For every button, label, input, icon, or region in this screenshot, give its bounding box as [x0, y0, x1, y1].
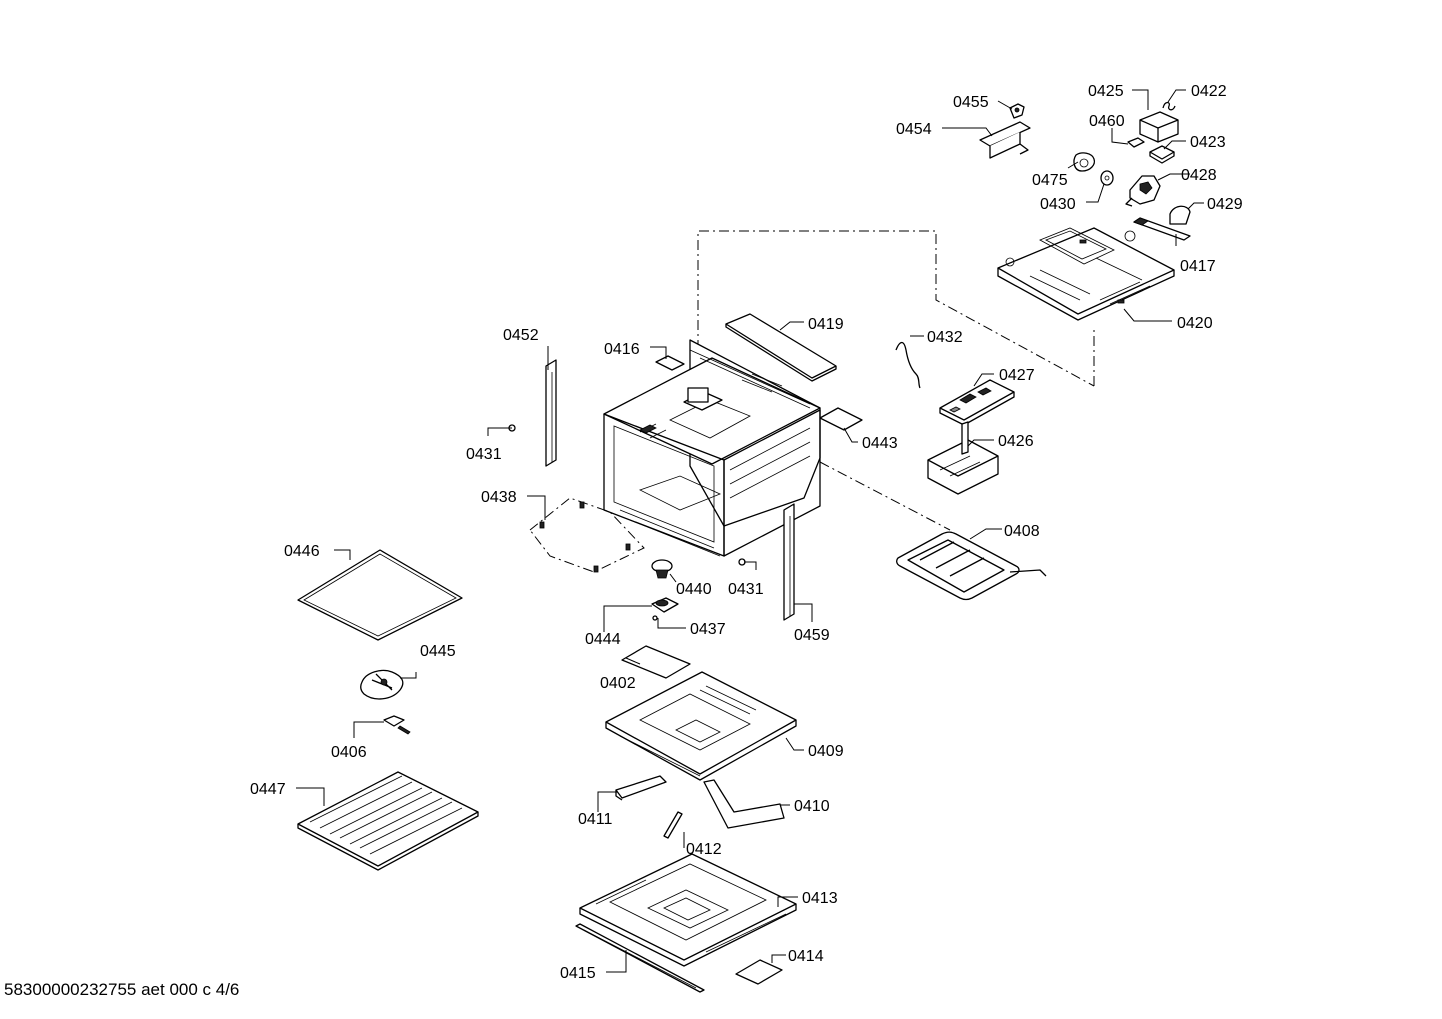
part-0447-wire-rack[interactable]	[297, 771, 479, 871]
part-0429-duct[interactable]	[1169, 205, 1191, 225]
part-0412-clip[interactable]	[663, 811, 683, 839]
label-0426[interactable]: 0426	[998, 433, 1034, 450]
label-0431-right[interactable]: 0431	[728, 581, 764, 598]
label-0460[interactable]: 0460	[1089, 113, 1125, 130]
part-0409-bottom-frame[interactable]	[605, 671, 797, 781]
assembly-outline	[697, 230, 1095, 531]
oven-cavity[interactable]	[603, 339, 821, 557]
label-0406[interactable]: 0406	[331, 744, 367, 761]
part-0440-lamp[interactable]	[651, 559, 673, 579]
part-0406-sensor[interactable]	[383, 715, 411, 735]
label-0432[interactable]: 0432	[927, 329, 963, 346]
label-0408[interactable]: 0408	[1004, 523, 1040, 540]
label-0444[interactable]: 0444	[585, 631, 621, 648]
label-0412[interactable]: 0412	[686, 841, 722, 858]
part-0475-motor[interactable]	[1073, 152, 1096, 172]
part-0443-pad[interactable]	[819, 407, 863, 431]
label-0440[interactable]: 0440	[676, 581, 712, 598]
label-0419[interactable]: 0419	[808, 316, 844, 333]
leader-lines	[296, 89, 1204, 973]
label-0431-left[interactable]: 0431	[466, 446, 502, 463]
label-0429[interactable]: 0429	[1207, 196, 1243, 213]
part-0445-fan-blade[interactable]	[360, 669, 404, 700]
label-0420[interactable]: 0420	[1177, 315, 1213, 332]
label-0447[interactable]: 0447	[250, 781, 286, 798]
part-0413-base-plate[interactable]	[579, 853, 797, 967]
document-id: 58300000232755 aet 000 c 4/6	[4, 980, 240, 999]
label-0430[interactable]: 0430	[1040, 196, 1076, 213]
label-0427[interactable]: 0427	[999, 367, 1035, 384]
label-0411[interactable]: 0411	[578, 811, 613, 828]
part-0427-circuit-board[interactable]	[939, 379, 1015, 426]
part-0432-cable[interactable]	[895, 341, 921, 389]
label-0423[interactable]: 0423	[1190, 134, 1226, 151]
label-0410[interactable]: 0410	[794, 798, 830, 815]
part-0422-spring[interactable]	[1162, 101, 1176, 111]
label-0402[interactable]: 0402	[600, 675, 636, 692]
part-labels: 0455 0454 0425 0422 0460 0423 0475 0428 …	[250, 83, 1243, 982]
part-0410-bracket[interactable]	[703, 779, 785, 829]
label-0414[interactable]: 0414	[788, 948, 824, 965]
label-0475[interactable]: 0475	[1032, 172, 1068, 189]
part-0415-front-strip[interactable]	[575, 923, 705, 993]
label-0452[interactable]: 0452	[503, 327, 539, 344]
part-0430-fan-wheel[interactable]	[1100, 170, 1114, 186]
label-0428[interactable]: 0428	[1181, 167, 1217, 184]
part-0446-door-seal[interactable]	[297, 549, 463, 641]
part-0420-top-panel[interactable]	[997, 227, 1175, 321]
part-0426-bracket[interactable]	[927, 421, 999, 495]
part-0452-side-rail[interactable]	[545, 359, 557, 467]
part-0423-switch[interactable]	[1149, 145, 1175, 164]
part-0460-clip[interactable]	[1127, 137, 1145, 148]
label-0413[interactable]: 0413	[802, 890, 838, 907]
label-0454[interactable]: 0454	[896, 121, 932, 138]
label-0455[interactable]: 0455	[953, 94, 989, 111]
label-0437[interactable]: 0437	[690, 621, 726, 638]
label-0415[interactable]: 0415	[560, 965, 596, 982]
label-0459[interactable]: 0459	[794, 627, 830, 644]
part-0408-heating-element[interactable]	[896, 531, 1047, 601]
label-0445[interactable]: 0445	[420, 643, 456, 660]
part-0455-clip[interactable]	[1009, 103, 1025, 119]
part-0411-bracket[interactable]	[615, 775, 667, 801]
part-0416-pad[interactable]	[655, 355, 685, 371]
label-0417[interactable]: 0417	[1180, 258, 1216, 275]
label-0422[interactable]: 0422	[1191, 83, 1227, 100]
part-0444-lamp-holder[interactable]	[651, 597, 679, 613]
label-0438[interactable]: 0438	[481, 489, 517, 506]
part-0414-pad[interactable]	[735, 959, 783, 985]
label-0446[interactable]: 0446	[284, 543, 320, 560]
part-0402-pad[interactable]	[621, 645, 691, 679]
part-0425-switch-housing[interactable]	[1139, 111, 1179, 143]
part-0437-screw[interactable]	[652, 615, 658, 621]
label-0425[interactable]: 0425	[1088, 83, 1124, 100]
part-0419-cover[interactable]	[725, 313, 837, 382]
part-0459-side-rail[interactable]	[783, 503, 795, 621]
label-0409[interactable]: 0409	[808, 743, 844, 760]
part-0454-bracket[interactable]	[979, 121, 1031, 159]
label-0416[interactable]: 0416	[604, 341, 640, 358]
label-0443[interactable]: 0443	[862, 435, 898, 452]
part-0428-fan-motor[interactable]	[1125, 175, 1161, 207]
part-0438-clip-group[interactable]	[529, 497, 645, 573]
